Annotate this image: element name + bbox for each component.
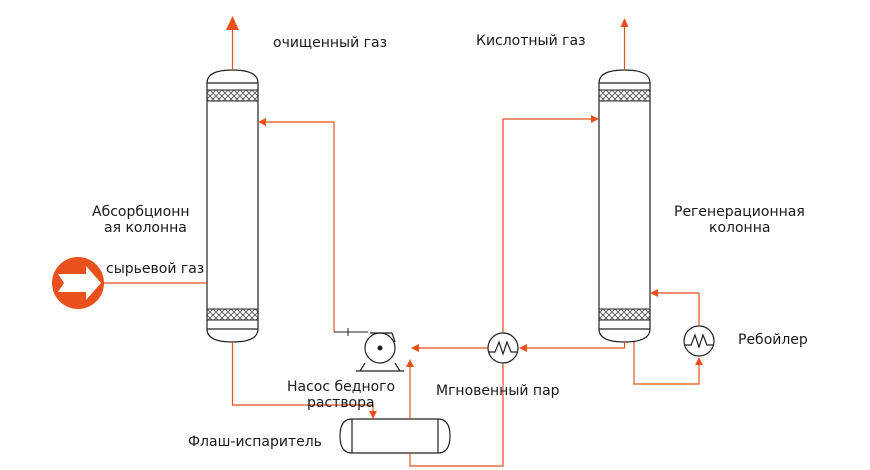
absorber-label-line1: Абсорбционн xyxy=(92,204,190,220)
regenerator-column xyxy=(598,69,651,343)
feed-gas-label: сырьевой газ xyxy=(106,261,204,277)
arrow-circle-right-icon xyxy=(52,257,104,309)
pump-suction-line xyxy=(334,328,368,336)
regenerator-label-line1: Регенерационная xyxy=(674,204,805,220)
regenerator-label-line2: колонна xyxy=(709,220,770,236)
absorber-packing-top xyxy=(206,89,259,102)
regenerator-packing-top xyxy=(598,89,651,102)
heat-exchanger-icon xyxy=(487,332,519,364)
process-flow-lines xyxy=(104,16,703,467)
acid-gas-arrow xyxy=(620,18,629,27)
reboiler-in-arrow xyxy=(695,357,703,365)
lean-to-hx-arrow xyxy=(519,344,527,352)
acid-gas-label: Кислотный газ xyxy=(476,33,586,49)
regenerator-packing-bottom xyxy=(598,308,651,321)
pump-label-line2: раствора xyxy=(307,395,375,411)
lean-solvent-line xyxy=(527,342,626,349)
rich-to-regenerator-arrow xyxy=(591,115,599,123)
flash-vapor-label: Мгновенный пар xyxy=(436,383,560,399)
rich-solvent-line xyxy=(231,342,374,411)
hx-to-pump-arrow xyxy=(411,344,419,352)
lean-solvent-return-arrow xyxy=(258,118,266,126)
rich-solvent-arrow xyxy=(369,411,377,419)
rich-to-regenerator-line xyxy=(409,118,591,467)
flash-drum xyxy=(339,418,451,454)
absorber-packing-bottom xyxy=(206,308,259,321)
clean-gas-arrow xyxy=(226,16,239,30)
flash-drum-label: Флаш-испаритель xyxy=(188,434,322,450)
absorber-label-line2: ая колонна xyxy=(104,220,187,236)
reboiler-draw-line xyxy=(633,342,700,385)
reboiler-return-line xyxy=(658,292,700,325)
reboiler-icon xyxy=(683,325,715,357)
centrifugal-pump-icon xyxy=(356,332,404,372)
reboiler-label: Ребойлер xyxy=(738,332,808,348)
flash-to-pump-arrow xyxy=(406,359,414,367)
absorber-column xyxy=(206,69,259,343)
reboiler-return-arrow xyxy=(650,289,658,297)
lean-solvent-return-line xyxy=(266,121,335,332)
clean-gas-label: очищенный газ xyxy=(273,35,387,51)
pump-label-line1: Насос бедного xyxy=(287,379,395,395)
